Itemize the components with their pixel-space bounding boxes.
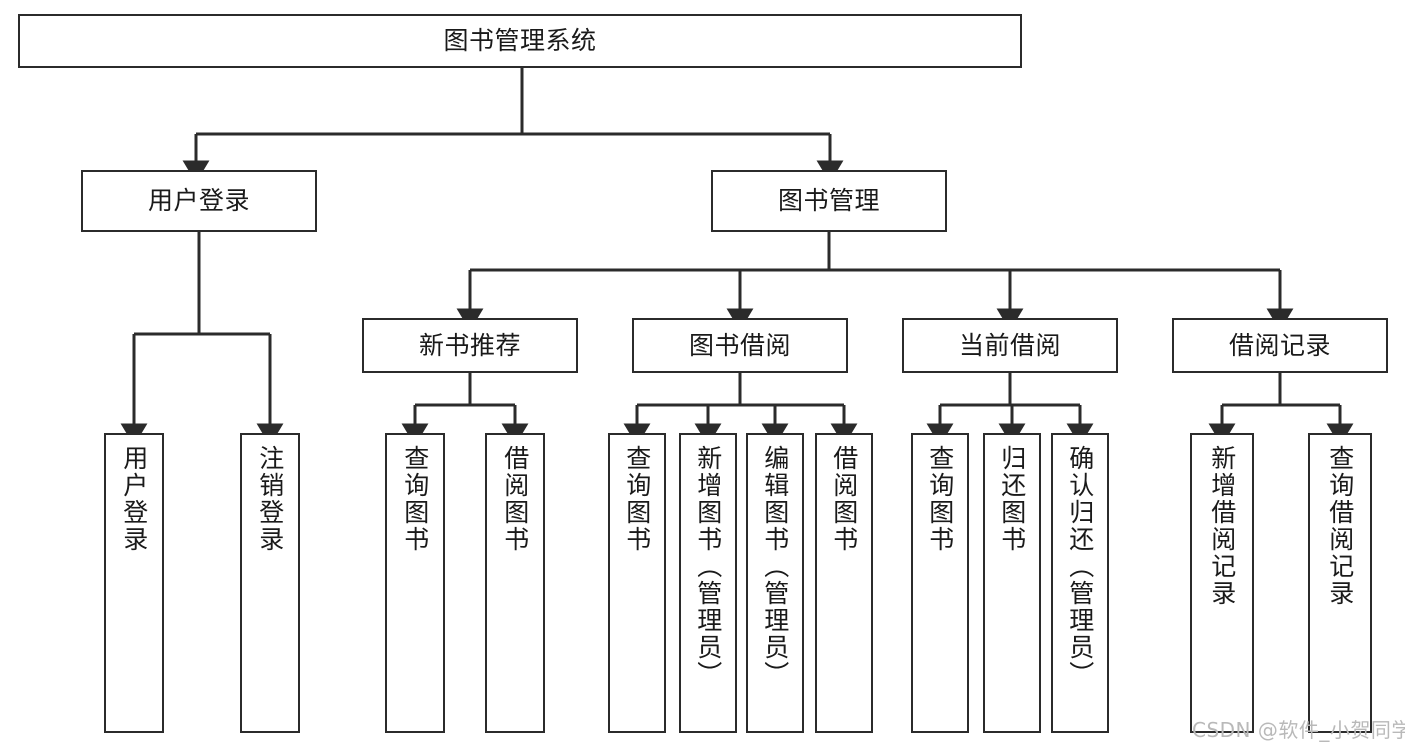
leaf-node[interactable]: 借阅图书 [815, 433, 873, 733]
node-current-borrow[interactable]: 当前借阅 [902, 318, 1118, 373]
node-root-label: 图书管理系统 [443, 26, 597, 56]
node-label: 借阅记录 [1228, 330, 1331, 360]
node-borrow-records[interactable]: 借阅记录 [1172, 318, 1388, 373]
node-user-login[interactable]: 用户登录 [81, 170, 317, 232]
leaf-label: 查询图书 [622, 445, 652, 553]
leaf-node[interactable]: 查询图书 [911, 433, 969, 733]
node-new-book-recommend[interactable]: 新书推荐 [362, 318, 578, 373]
leaf-node[interactable]: 新增图书（管理员） [679, 433, 737, 733]
leaf-node[interactable]: 借阅图书 [485, 433, 545, 733]
leaf-node[interactable]: 注销登录 [240, 433, 300, 733]
leaf-label: 确认归还（管理员） [1065, 445, 1095, 688]
leaf-node[interactable]: 查询图书 [385, 433, 445, 733]
node-root[interactable]: 图书管理系统 [18, 14, 1022, 68]
leaf-label: 查询借阅记录 [1325, 445, 1355, 607]
leaf-label: 归还图书 [997, 445, 1027, 553]
node-label: 用户登录 [147, 186, 250, 216]
leaf-label: 编辑图书（管理员） [760, 445, 790, 688]
leaf-node[interactable]: 查询图书 [608, 433, 666, 733]
leaf-node[interactable]: 编辑图书（管理员） [746, 433, 804, 733]
watermark-text: CSDN @软件_小贺同学 [1192, 718, 1405, 742]
node-book-borrow[interactable]: 图书借阅 [632, 318, 848, 373]
leaf-label: 查询图书 [925, 445, 955, 553]
leaf-label: 查询图书 [400, 445, 430, 553]
leaf-label: 借阅图书 [500, 445, 530, 553]
leaf-label: 用户登录 [119, 445, 149, 553]
node-label: 图书借阅 [688, 330, 791, 360]
node-label: 图书管理 [777, 186, 880, 216]
leaf-node[interactable]: 查询借阅记录 [1308, 433, 1372, 733]
leaf-node[interactable]: 确认归还（管理员） [1051, 433, 1109, 733]
leaf-node[interactable]: 归还图书 [983, 433, 1041, 733]
leaf-label: 新增图书（管理员） [693, 445, 723, 688]
node-label: 当前借阅 [958, 330, 1061, 360]
leaf-label: 新增借阅记录 [1207, 445, 1237, 607]
leaf-node[interactable]: 用户登录 [104, 433, 164, 733]
leaf-node[interactable]: 新增借阅记录 [1190, 433, 1254, 733]
leaf-label: 注销登录 [255, 445, 285, 553]
leaf-label: 借阅图书 [829, 445, 859, 553]
node-label: 新书推荐 [418, 330, 521, 360]
node-book-management[interactable]: 图书管理 [711, 170, 947, 232]
